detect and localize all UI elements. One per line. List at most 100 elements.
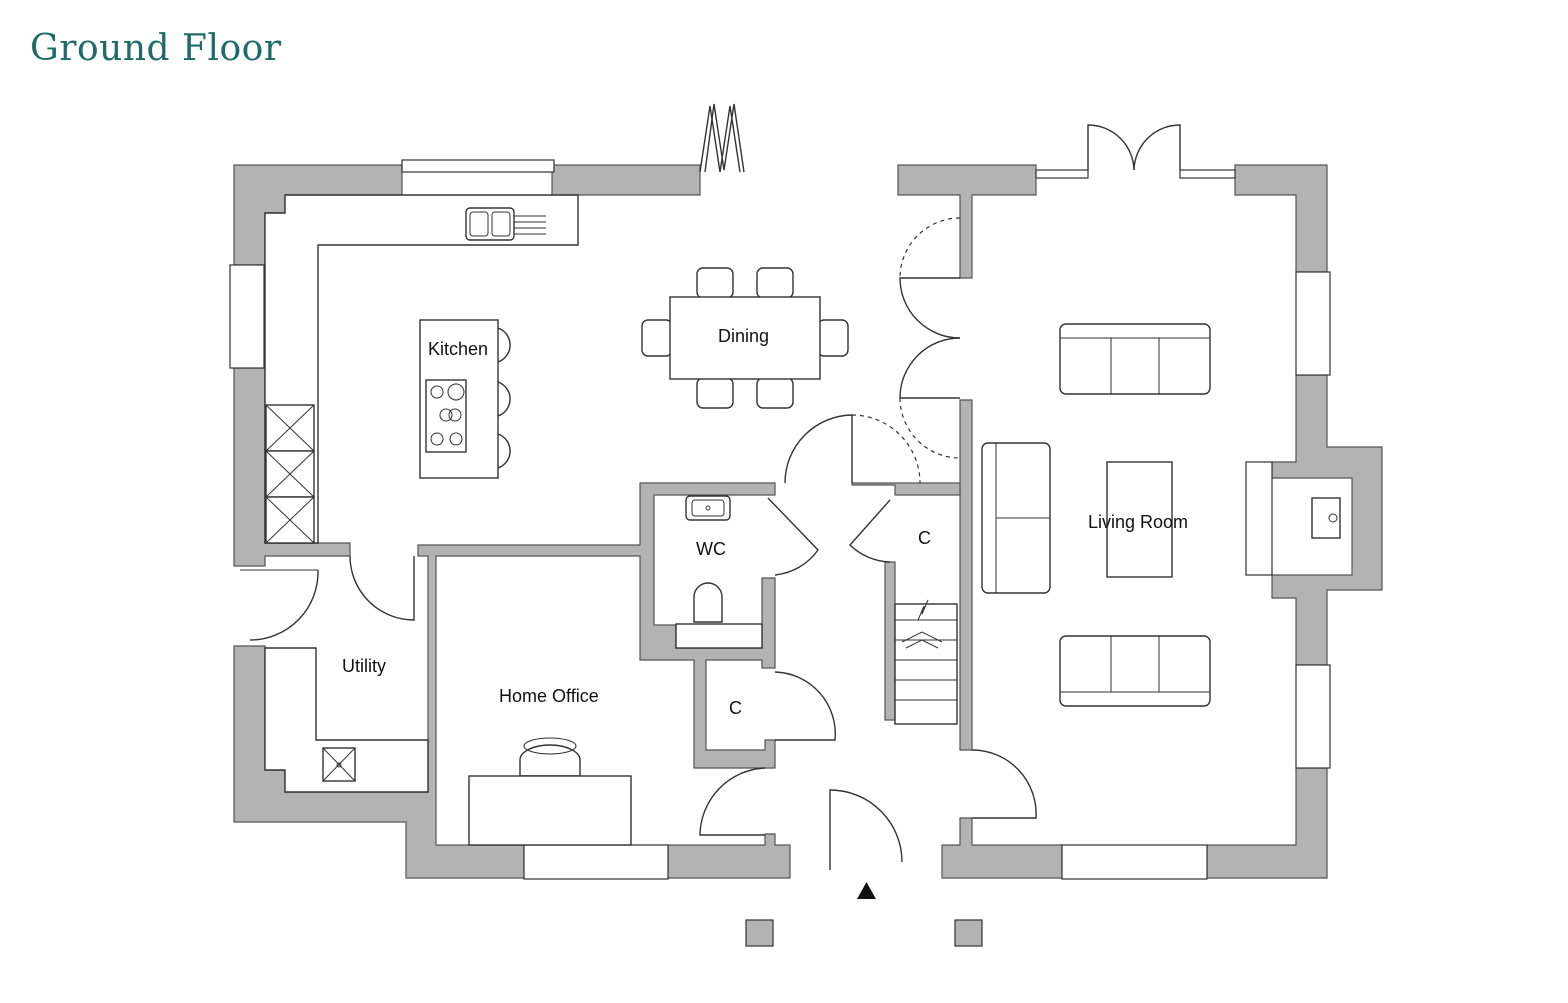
dining-chair-right: [817, 319, 849, 357]
office-chair: [519, 744, 581, 777]
dining-chair-bottom-1: [696, 377, 734, 409]
office-desk: [468, 775, 632, 846]
wall-bottom-living: [1206, 767, 1328, 879]
window-living-bottom: [1061, 844, 1208, 880]
living-room: Living Room: [981, 323, 1211, 707]
wall-top-kitchen: [551, 164, 701, 196]
hob-ring-4: [448, 408, 462, 422]
utility-door: [349, 555, 415, 621]
window-living-right-top: [1295, 271, 1331, 376]
wall-left-lower: [233, 482, 776, 879]
cupboard-door-lower: [774, 671, 836, 741]
page-title: Ground Floor: [30, 28, 282, 69]
stair-break: [917, 599, 929, 621]
entrance-arrow-icon: [857, 882, 876, 899]
dining-chair-top-1: [696, 267, 734, 299]
wc-basin-bowl: [691, 499, 725, 517]
shower-x2: [322, 747, 356, 782]
entrance-post-right: [954, 919, 983, 947]
tall-unit-lower-x2: [265, 496, 315, 544]
hob-ring-5: [430, 432, 444, 446]
hall-door-dashed: [851, 414, 921, 484]
dining-chair-top-2: [756, 267, 794, 299]
wc-basin-icon: [685, 495, 731, 521]
living-door-dashed: [899, 217, 961, 279]
wc-door: [767, 497, 819, 576]
stool-2: [497, 381, 511, 417]
window-kitchen-left: [229, 264, 265, 369]
hob-icon: [425, 379, 467, 453]
room-label-dining: Dining: [718, 326, 769, 346]
stair-arrow-icon: [901, 631, 943, 643]
wall-hall-c: [851, 482, 961, 496]
stairs: C: [894, 528, 958, 725]
stair-arrow-icon-2: [905, 639, 939, 649]
living-door-upper: [899, 277, 961, 339]
stool-1: [497, 327, 511, 363]
home-office: Home Office: [468, 686, 632, 846]
dining-chair-left: [641, 319, 673, 357]
hob-ring-3: [439, 408, 453, 422]
windows: [229, 159, 1341, 880]
shower-drain: [336, 762, 342, 768]
room-label-cupboard-lower: C: [729, 698, 742, 718]
wall-right-upper: [1234, 164, 1328, 273]
front-door: [829, 789, 903, 870]
room-label-utility: Utility: [342, 656, 386, 676]
living-door-lower: [899, 337, 961, 399]
wall-stair-left: [884, 561, 896, 721]
window-office-bottom: [523, 844, 669, 880]
room-label-wc: WC: [696, 539, 726, 559]
window-living-right-bottom: [1295, 664, 1331, 769]
room-label-office: Home Office: [499, 686, 599, 706]
coffee-table: [1106, 461, 1173, 578]
wc: WC: [675, 495, 763, 649]
utility-worktop: [264, 647, 429, 793]
bifold-door: [704, 103, 745, 173]
room-label-living: Living Room: [1088, 512, 1188, 532]
sofa-top: [1059, 323, 1211, 395]
doors: [240, 103, 1181, 870]
stove-knob: [1328, 513, 1338, 523]
stool-3: [497, 433, 511, 469]
utility: Utility: [264, 647, 429, 793]
hob-ring-2: [447, 383, 465, 401]
hob-ring-1: [430, 385, 444, 399]
wall-bottom-right: [941, 817, 1063, 879]
room-label-kitchen: Kitchen: [428, 339, 488, 359]
french-door-left: [1087, 124, 1135, 171]
cupboard-door-stairs: [849, 499, 891, 563]
sink-bowl-left: [469, 211, 489, 237]
window-living-top-right: [1179, 169, 1236, 179]
window-kitchen-top: [401, 159, 555, 173]
toilet-icon: [693, 582, 723, 623]
entrance-post-left: [745, 919, 774, 947]
sink-icon: [465, 207, 515, 241]
wall-bottom-office: [667, 833, 791, 879]
office-door: [699, 767, 766, 836]
wall-top-right: [897, 164, 1037, 279]
french-door-right: [1133, 124, 1181, 171]
wc-basin-tap: [705, 505, 711, 511]
walls: [233, 164, 1383, 879]
office-chair-back: [523, 737, 577, 755]
living-door-bottom: [971, 749, 1037, 819]
entrance: [745, 882, 983, 947]
sofa-bottom: [1059, 635, 1211, 707]
dining-chair-bottom-2: [756, 377, 794, 409]
sink-bowl-right: [491, 211, 511, 237]
side-door: [249, 569, 319, 641]
living-door-dashed-2: [899, 397, 961, 459]
fireplace-stove: [1311, 497, 1341, 539]
room-label-cupboard-stairs: C: [918, 528, 931, 548]
toilet-cistern: [675, 623, 763, 649]
dining: Dining: [641, 267, 849, 409]
window-living-top-left: [1035, 169, 1089, 179]
bifold-door-2: [699, 105, 741, 173]
tall-unit-middle-x2: [265, 450, 315, 498]
fireplace-hearth: [1245, 461, 1273, 576]
kitchen: Kitchen: [264, 194, 579, 544]
tall-unit-upper-x2: [265, 404, 315, 452]
hob-ring-6: [449, 432, 463, 446]
